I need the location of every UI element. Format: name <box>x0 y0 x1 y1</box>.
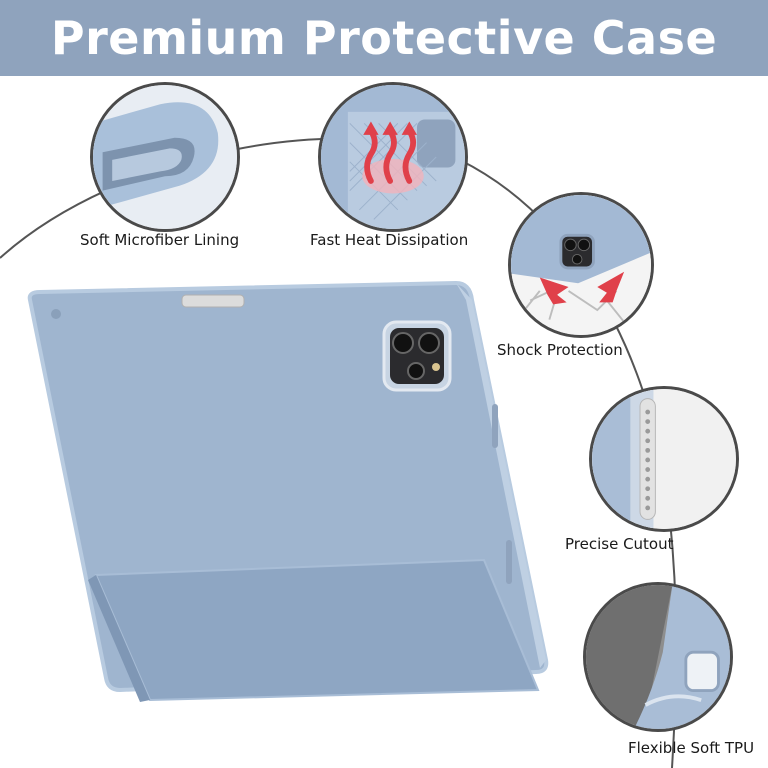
heat-dissipation-label: Fast Heat Dissipation <box>310 231 469 249</box>
banner-title: Premium Protective Case <box>50 11 718 65</box>
precise-cutout-bubble <box>589 386 739 532</box>
microfiber-fold-icon <box>93 85 237 229</box>
side-cutout-icon <box>592 389 736 529</box>
shock-protection-label: Shock Protection <box>497 341 623 359</box>
flexible-tpu-label: Flexible Soft TPU <box>628 739 755 757</box>
title-banner: Premium Protective Case <box>0 0 768 76</box>
shock-protection-bubble <box>508 192 654 338</box>
flexible-tpu-bubble <box>583 582 733 732</box>
heat-dissipation-bubble <box>318 82 468 232</box>
microfiber-lining-label: Soft Microfiber Lining <box>80 231 240 249</box>
heat-waves-icon <box>321 85 465 229</box>
bent-corner-icon <box>586 585 730 729</box>
precise-cutout-label: Precise Cutout <box>565 535 674 553</box>
impact-arrows-icon <box>511 195 651 335</box>
microfiber-lining-bubble <box>90 82 240 232</box>
